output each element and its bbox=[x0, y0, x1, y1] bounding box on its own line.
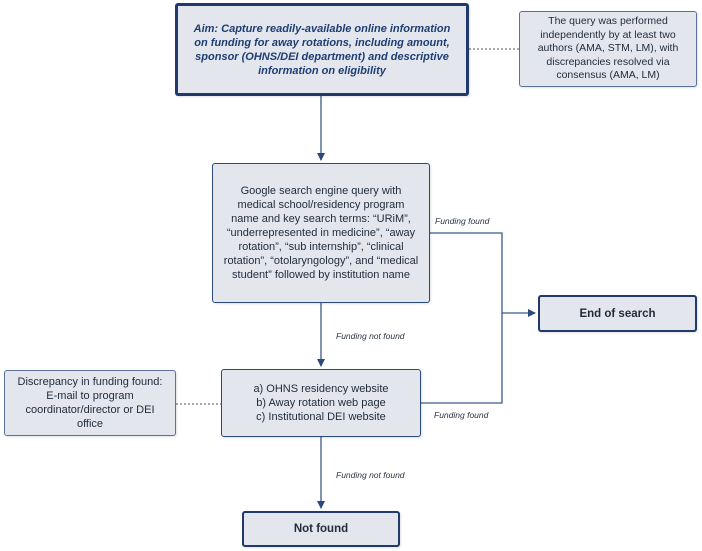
edge-label-funding-not-found-1: Funding not found bbox=[336, 331, 405, 341]
aim-text: Aim: Capture readily-available online in… bbox=[193, 22, 451, 77]
aim-box: Aim: Capture readily-available online in… bbox=[175, 3, 469, 96]
discrepancy-text: Discrepancy in funding found: E-mail to … bbox=[17, 376, 163, 430]
search-query-text: Google search engine query with medical … bbox=[223, 185, 419, 281]
edge-label-funding-found-2: Funding found bbox=[434, 410, 489, 420]
not-found-text: Not found bbox=[293, 523, 349, 535]
edge-label-funding-found-1: Funding found bbox=[435, 216, 490, 226]
not-found-box: Not found bbox=[242, 511, 400, 547]
discrepancy-box: Discrepancy in funding found: E-mail to … bbox=[4, 370, 176, 436]
edge-label-funding-not-found-2: Funding not found bbox=[336, 470, 405, 480]
end-of-search-box: End of search bbox=[538, 295, 697, 332]
sources-box: a) OHNS residency website b) Away rotati… bbox=[221, 369, 421, 437]
consensus-note-box: The query was performed independently by… bbox=[519, 11, 697, 87]
end-of-search-text: End of search bbox=[579, 307, 656, 320]
arrow-sources-to-end bbox=[421, 313, 503, 404]
arrow-query-to-end bbox=[430, 232, 536, 317]
consensus-note-text: The query was performed independently by… bbox=[537, 15, 679, 82]
search-query-box: Google search engine query with medical … bbox=[212, 163, 430, 303]
sources-text: a) OHNS residency website b) Away rotati… bbox=[253, 383, 389, 423]
